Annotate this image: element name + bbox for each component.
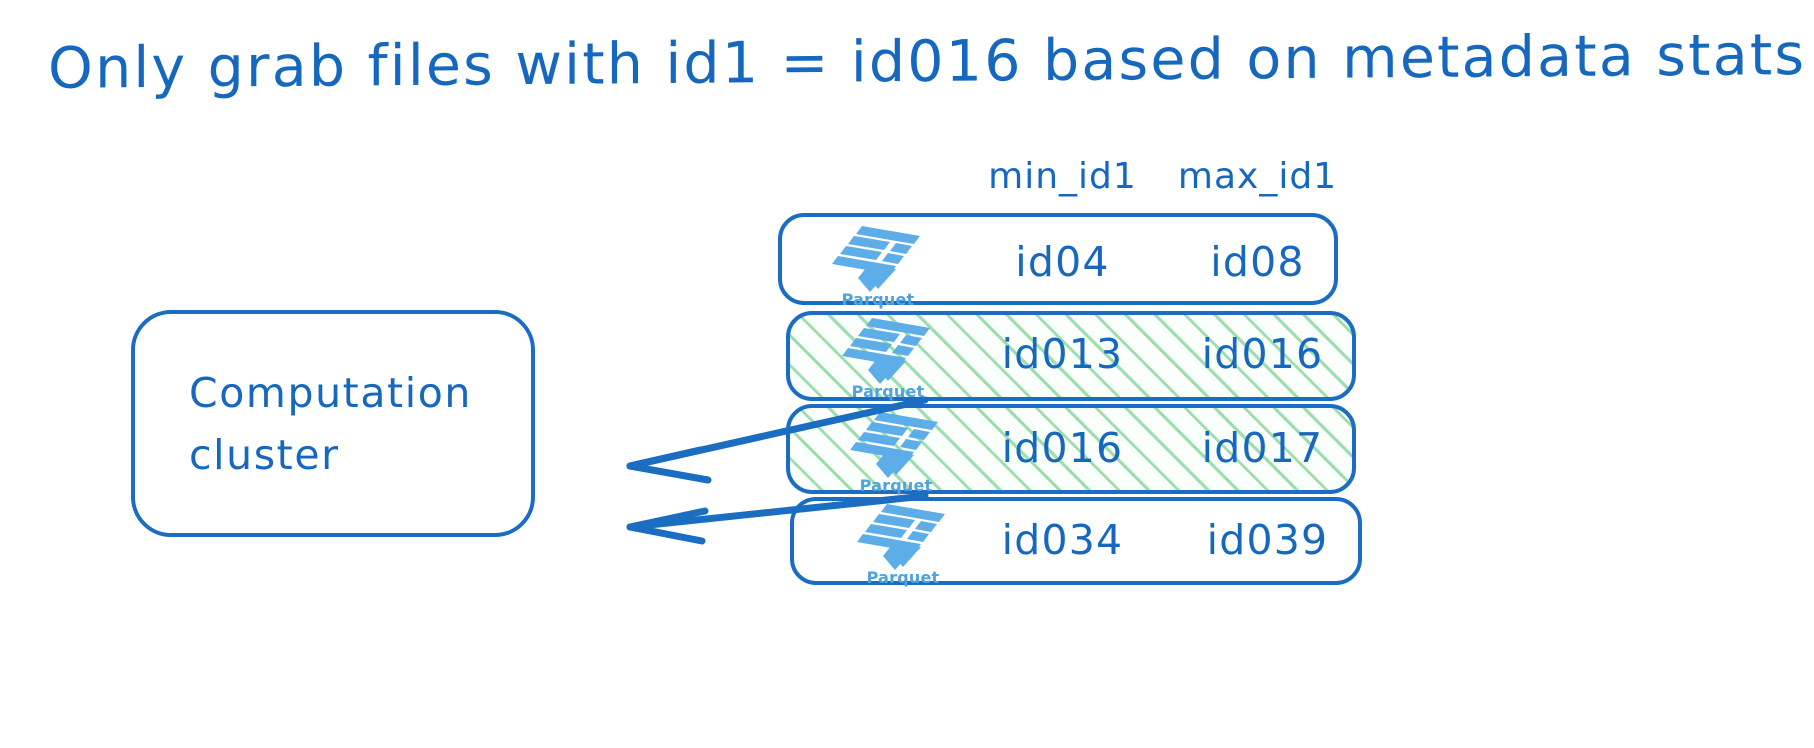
cell-max-id1: id039	[1206, 516, 1329, 564]
parquet-logo-label: Parquet	[851, 382, 925, 401]
parquet-logo-label: Parquet	[866, 568, 940, 587]
computation-cluster-label-line1: Computation	[189, 369, 472, 417]
parquet-logo-icon: Parquet	[830, 222, 926, 309]
cell-max-id1: id016	[1201, 330, 1324, 378]
cell-min-id1: id034	[1001, 516, 1124, 564]
page-title: Only grab files with id1 = id016 based o…	[48, 22, 1807, 102]
arrow-head-row3-upper	[626, 507, 709, 531]
computation-cluster-label-line2: cluster	[189, 431, 340, 480]
arrow-head-row2-upper	[626, 446, 704, 470]
column-header-max-id1: max_id1	[1177, 156, 1338, 197]
parquet-logo-icon: Parquet	[840, 314, 936, 401]
computation-cluster-box[interactable]	[131, 310, 535, 537]
computation-cluster-label: Computation cluster	[189, 362, 519, 487]
cell-max-id1: id017	[1201, 424, 1324, 472]
parquet-logo-label: Parquet	[859, 476, 933, 495]
cell-min-id1: id013	[1001, 330, 1124, 378]
column-header-min-id1: min_id1	[988, 156, 1137, 197]
arrow-head-row2-lower	[626, 462, 712, 484]
parquet-logo-icon: Parquet	[855, 500, 951, 587]
arrow-head-row3-lower	[626, 523, 706, 545]
cell-min-id1: id016	[1001, 424, 1124, 472]
parquet-logo-label: Parquet	[841, 290, 915, 309]
parquet-logo-icon: Parquet	[848, 408, 944, 495]
cell-min-id1: id04	[1015, 238, 1110, 286]
cell-max-id1: id08	[1210, 238, 1305, 286]
